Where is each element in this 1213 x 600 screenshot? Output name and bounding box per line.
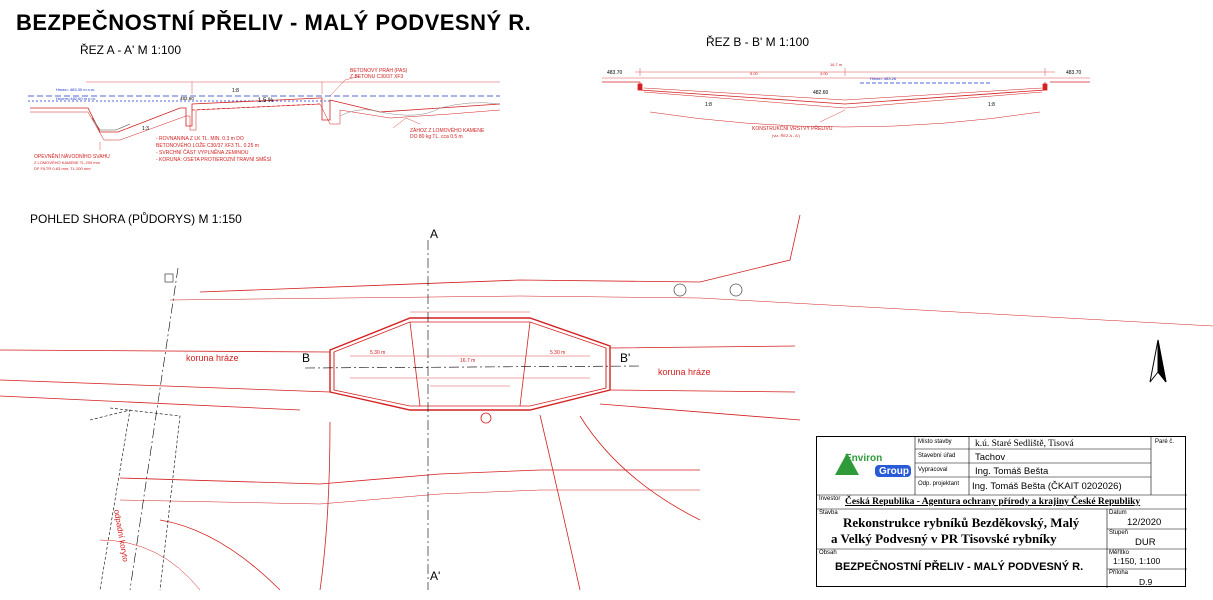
label-dim-4: 4.00 (820, 71, 829, 76)
title-block: Environ Group Místo stavby k.ú. Staré Se… (816, 436, 1187, 588)
label-stavebni-urad: Stavební úřad (918, 453, 956, 459)
label-pare: Paré č. (1155, 439, 1175, 445)
value-misto-stavby: k.ú. Staré Sedliště, Tisová (975, 439, 1074, 449)
section-a-drawing (28, 75, 501, 150)
label-dim-total-b: 16.7 m (830, 62, 843, 67)
label-elev-right: 483.70 (1066, 70, 1082, 76)
drawing-title: BEZPEČNOSTNÍ PŘELIV - MALÝ PODVESNÝ R. (16, 10, 532, 35)
value-stavebni-urad: Tachov (975, 452, 1006, 463)
label-betonovy-prah: BETONOVÝ PRÁH (PAS) (350, 67, 408, 74)
label-odpadni-koryto: odpadní koryto (112, 509, 130, 563)
value-odp-projektant: Ing. Tomáš Bešta (ČKAIT 0202026) (972, 481, 1122, 492)
logo-text-environ: Environ (845, 453, 883, 464)
note-3: - SVRCHNÍ ČÁST VYPLNĚNA ZEMINOU (156, 148, 249, 156)
label-priloha: Příloha (1109, 570, 1129, 576)
value-stavba-line1: Rekonstrukce rybníků Bezděkovský, Malý (843, 515, 1080, 530)
mark-a-top: A (430, 227, 438, 241)
label-elev-left: 483.70 (607, 70, 623, 76)
mark-b-left: B (302, 351, 310, 365)
label-koruna-left: koruna hráze (186, 353, 239, 363)
label-meritko: Měřítko (1109, 550, 1130, 556)
label-slope-a2: 1:3 (142, 126, 149, 132)
plan-view-drawing (0, 214, 1213, 591)
section-a-heading: ŘEZ A - A' M 1:100 (80, 43, 182, 57)
label-konstrukcni: KONSTRUKČNÍ VRSTVY PŘELIVU (752, 124, 833, 132)
label-slope-right: 1:8 (988, 102, 995, 108)
label-datum: Datum (1109, 510, 1127, 516)
label-stupen: Stupeň (1109, 530, 1129, 536)
section-b-drawing (602, 68, 1090, 128)
note-4: - KORUNA: OSETA PROTIEROZNÍ TRAVNÍ SMĚSÍ (156, 155, 272, 163)
label-dim-plan-right: 5.30 m (550, 350, 565, 356)
label-dim-plan-total: 16.7 m (460, 358, 475, 364)
label-konstrukcni-2: (viz. ŘEZ A - A') (772, 133, 801, 138)
label-hmax-b: Hmax= 483.26 (870, 76, 897, 81)
label-investor: Investor (819, 496, 841, 502)
note-2: BETONOVÉHO LOŽE C30/37 XF3 TL. 0.25 m (156, 141, 259, 149)
label-opevneni: OPEVNĚNÍ NÁVODNÍHO SVAHU (34, 152, 110, 160)
value-stavba-line2: a Velký Podvesný v PR Tisovské rybníky (831, 531, 1057, 546)
label-zahoz-2: DO 80 kg TL. cca 0.5 m (410, 134, 463, 140)
logo-pill (875, 465, 911, 477)
value-vypracoval: Ing. Tomáš Bešta (975, 466, 1049, 477)
label-dim-plan-left: 5.30 m (370, 350, 385, 356)
plan-view-texts: koruna hráze koruna hráze odpadní koryto… (112, 227, 711, 583)
label-hnorm: Hnorm=482.60 m n.m. (56, 96, 96, 101)
label-vypracoval: Vypracoval (918, 467, 948, 473)
logo-mark (835, 453, 859, 475)
label-betonovy-prah-2: Z BETONU C30/37 XF3 (350, 74, 403, 80)
mark-b-right: B' (620, 351, 630, 365)
label-opevneni-2: Z LOMOVÉHO KAMENE TL.200 mm (34, 160, 101, 165)
value-datum: 12/2020 (1127, 517, 1162, 528)
label-elev-a: 482.60 (180, 96, 194, 101)
label-opevneni-3: DF FILTR 0-63 mm, TL.200 mm (34, 166, 91, 171)
label-stavba: Stavba (819, 510, 838, 516)
label-obsah: Obsah (819, 550, 837, 556)
label-slope-pct: 1.5 % (258, 98, 274, 104)
section-a-texts: BETONOVÝ PRÁH (PAS) Z BETONU C30/37 XF3 … (34, 67, 485, 171)
value-stupen: DUR (1135, 537, 1156, 548)
section-b-texts: 483.70 483.70 482.60 Hmax= 483.26 1:8 1:… (607, 62, 1082, 138)
value-investor: Česká Republika - Agentura ochrany příro… (845, 497, 1141, 507)
section-b-heading: ŘEZ B - B' M 1:100 (706, 35, 809, 49)
label-dim-5: 5.00 (750, 71, 759, 76)
label-odp-projektant: Odp. projektant (918, 481, 960, 487)
north-arrow (1149, 339, 1167, 383)
logo-text-group: Group (879, 466, 909, 477)
value-meritko: 1:150, 1:100 (1113, 556, 1161, 566)
label-slope-a: 1:8 (232, 88, 239, 94)
plan-view-heading: POHLED SHORA (PŮDORYS) M 1:150 (30, 212, 242, 226)
label-koruna-right: koruna hráze (658, 367, 711, 377)
label-elev-crest: 482.60 (813, 90, 829, 96)
mark-a-bottom: A' (430, 569, 440, 583)
title-block-grid (817, 437, 1187, 588)
value-obsah: BEZPEČNOSTNÍ PŘELIV - MALÝ PODVESNÝ R. (835, 561, 1084, 573)
label-zahoz: ZÁHOZ Z LOMOVÉHO KAMENE (410, 127, 485, 134)
label-hmax: Hmax= 483.30 m n.m. (56, 87, 95, 92)
value-priloha: D.9 (1139, 577, 1153, 587)
label-misto-stavby: Místo stavby (918, 439, 952, 445)
note-1: - ROVNANINA Z LK TL. MIN. 0.3 m DO (156, 136, 244, 142)
label-slope-left: 1:8 (705, 102, 712, 108)
